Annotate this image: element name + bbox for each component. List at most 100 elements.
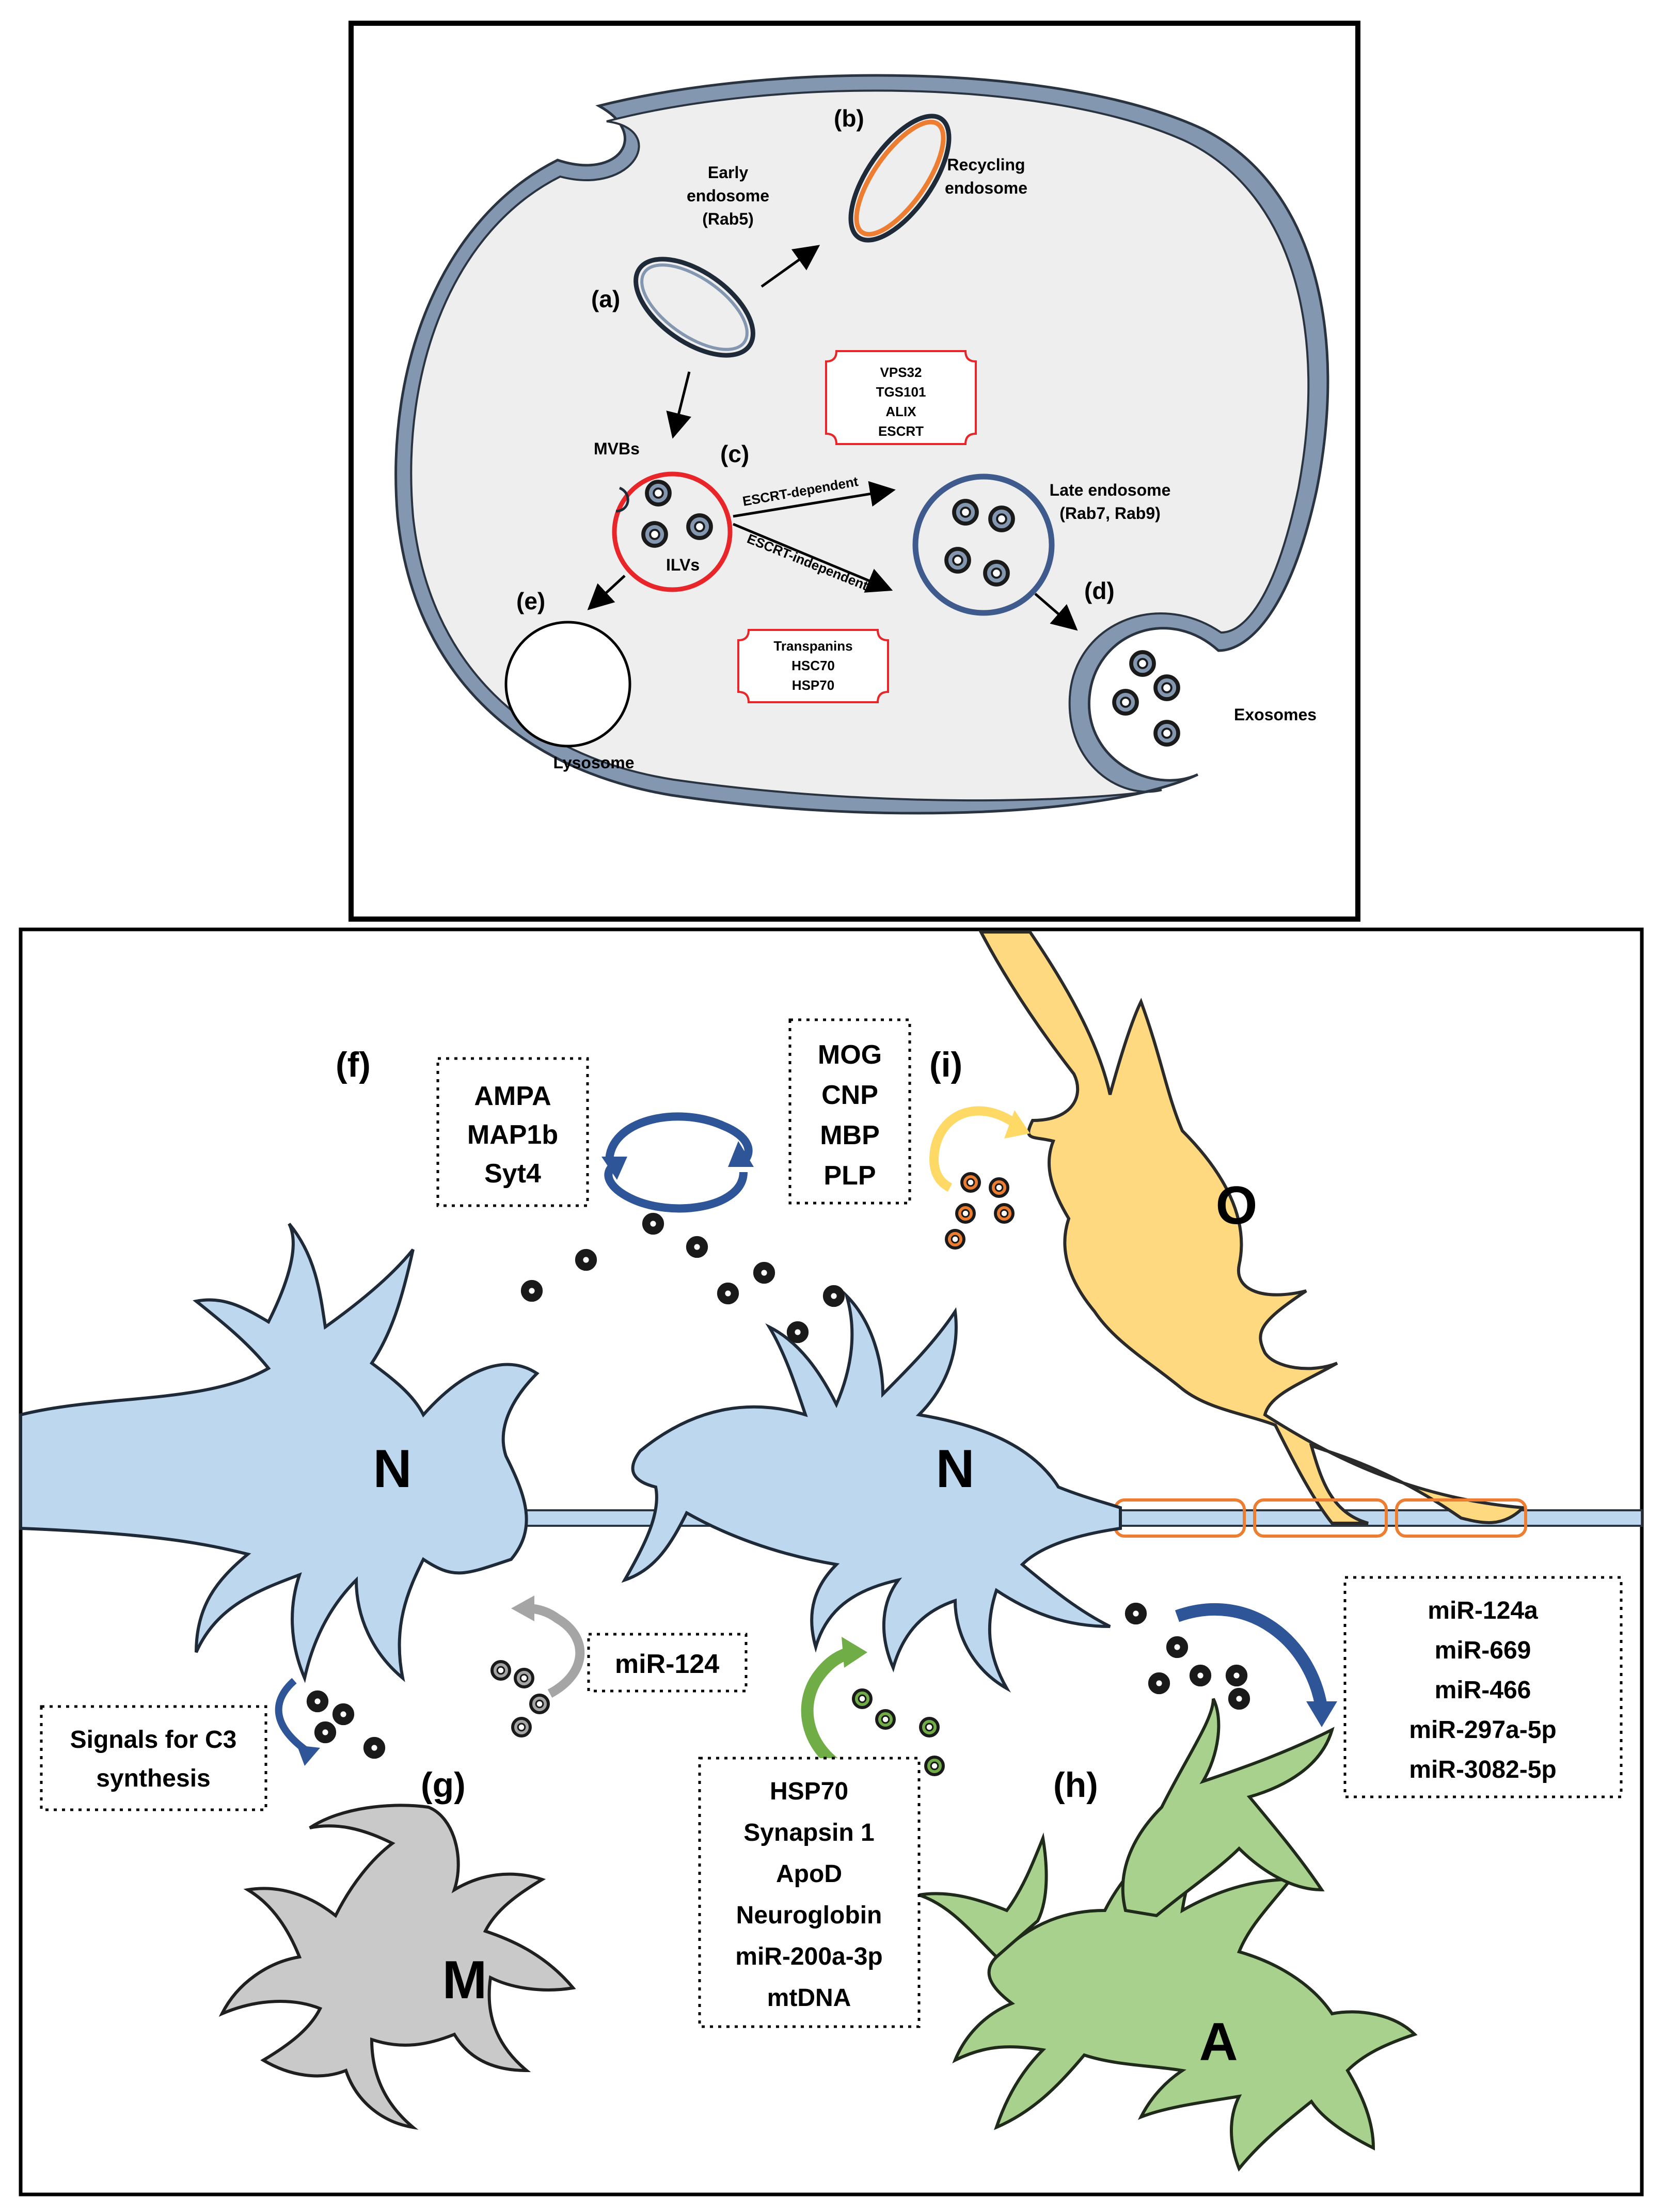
box-i-line4: PLP	[823, 1161, 876, 1191]
microglia-exosome-dot-core	[517, 1723, 526, 1732]
box-i-line1: MOG	[818, 1040, 882, 1070]
recycling-endosome	[848, 114, 952, 243]
box-astro-line1: HSP70	[770, 1778, 848, 1805]
ilv-vesicle-core	[694, 521, 705, 532]
box-f-line3: Syt4	[484, 1159, 541, 1189]
exosome-dot-core	[1234, 1694, 1244, 1703]
arrow-blue-h	[1175, 1603, 1328, 1710]
exosome-dot-core	[313, 1697, 322, 1706]
arrow-gray-mir124-head	[511, 1595, 534, 1621]
early-endosome-line2: endosome	[687, 186, 769, 205]
exosome-dot-core	[1232, 1671, 1241, 1680]
box-astro-line2: Synapsin 1	[743, 1819, 874, 1846]
ilv-vesicle-core	[960, 507, 971, 518]
early-endosome	[633, 257, 755, 358]
cell-label-astrocyte: A	[1199, 2012, 1238, 2072]
ilv-vesicle-core	[1161, 682, 1173, 693]
label-e: (e)	[516, 588, 545, 614]
ilv-vesicle-core	[1161, 728, 1173, 739]
box-f-line1: AMPA	[474, 1081, 551, 1111]
neuron-left-cell	[19, 1223, 540, 1683]
recycling-endosome-line2: endosome	[945, 179, 1027, 197]
box-i	[788, 1018, 911, 1205]
escrt-box-line4: ESCRT	[878, 423, 924, 439]
oligo-exosome-dot-core	[966, 1178, 975, 1187]
label-a: (a)	[591, 286, 620, 312]
ilv-vesicle-core	[653, 487, 664, 499]
escrt-box-line3: ALIX	[885, 404, 916, 419]
exosome-dot-core	[692, 1242, 702, 1252]
indep-box-line3: HSP70	[792, 677, 834, 693]
exosomes-label: Exosomes	[1234, 705, 1317, 724]
escrt-box	[825, 350, 977, 445]
oligo-exosome-dot-core	[1000, 1209, 1009, 1218]
oligo-exosome-dot-core	[951, 1235, 960, 1244]
panel-top: (a) (b) (c) (d) (e) Early endosome (Rab5…	[349, 21, 1360, 922]
indep-box-line1: Transpanins	[773, 638, 852, 654]
box-astro-line5: miR-200a-3p	[735, 1943, 882, 1970]
cell-label-microglia: M	[442, 1950, 487, 2010]
box-h-line5: miR-3082-5p	[1409, 1756, 1556, 1783]
escrt-box-line1: VPS32	[880, 365, 922, 380]
box-h-line3: miR-466	[1435, 1677, 1531, 1704]
box-f-line2: MAP1b	[467, 1120, 558, 1150]
exosome-dot-core	[370, 1743, 379, 1752]
arrow-mvb-to-lysosome	[587, 575, 626, 610]
mvb-invagination	[615, 486, 629, 513]
box-astro-from	[698, 1757, 921, 2028]
box-h-line1: miR-124a	[1428, 1597, 1538, 1624]
myelin-segment-3	[1395, 1498, 1527, 1538]
exosome-dot-core	[793, 1328, 802, 1337]
microglia-exosome-dot-core	[535, 1699, 544, 1709]
box-signals-line2: synthesis	[96, 1765, 210, 1792]
exosome-dot-core	[1131, 1609, 1141, 1618]
exosome-dot-core	[527, 1286, 536, 1295]
astrocyte-left-process	[918, 1832, 1048, 1960]
arrow-late-to-exosome	[1034, 593, 1078, 631]
late-endosome-line1: Late endosome	[1050, 481, 1171, 499]
ilv-vesicles	[641, 480, 1180, 747]
exosome-dot-core	[1196, 1671, 1205, 1680]
mvb-circle	[612, 471, 733, 592]
box-mir124	[587, 1633, 748, 1693]
indep-box-line2: HSC70	[791, 658, 835, 673]
box-astro-line3: ApoD	[776, 1860, 842, 1888]
arrow-blue-signals	[275, 1678, 312, 1756]
astrocyte-upper-process	[1121, 1698, 1335, 1918]
exosome-dot-core	[723, 1289, 733, 1298]
arrow-cycle-f	[601, 1112, 754, 1213]
arrow-early-to-recycling	[761, 245, 820, 288]
lysosome	[504, 621, 631, 748]
astro-exosome-dot-core	[881, 1715, 890, 1724]
cell-label-oligodendrocyte: O	[1216, 1176, 1258, 1236]
neuron-right-cell	[621, 1290, 1122, 1693]
exosome-dot-core	[1173, 1642, 1182, 1652]
microglia-cell	[218, 1804, 576, 2130]
cell-label-neuron-left: N	[373, 1439, 411, 1499]
late-endosome	[912, 473, 1055, 616]
oligo-exosome-dot-core	[994, 1183, 1004, 1192]
arrow-early-to-mvb	[666, 371, 691, 439]
arrow-blue-signals-head	[297, 1745, 320, 1766]
box-i-line3: MBP	[820, 1120, 880, 1150]
box-mir124-line1: miR-124	[615, 1649, 719, 1679]
box-f	[436, 1057, 589, 1207]
exosome-dot-core	[321, 1728, 330, 1737]
early-endosome-line1: Early	[708, 163, 748, 182]
panel-bottom: (f) (i) (g) (h) N N O M A AMPA MAP1b Syt…	[19, 927, 1644, 2197]
exosome-dot-core	[648, 1219, 658, 1228]
arrow-green-astro-head	[842, 1637, 867, 1668]
cell-cytoplasm	[410, 89, 1310, 802]
exosome-dot-core	[339, 1710, 348, 1719]
arrow-oligo-yellow	[929, 1106, 1017, 1192]
exosome-dot-core	[1154, 1679, 1164, 1688]
ilv-vesicle-core	[996, 513, 1007, 525]
box-signals	[40, 1705, 267, 1811]
astro-exosome-dot-core	[925, 1723, 934, 1732]
recycling-endosome-inner	[854, 119, 946, 237]
arrow-oligo-yellow-head	[1004, 1110, 1030, 1139]
ilvs-label: ILVs	[666, 556, 700, 574]
early-endosome-inner	[640, 263, 749, 351]
box-signals-line1: Signals for C3	[70, 1726, 237, 1753]
